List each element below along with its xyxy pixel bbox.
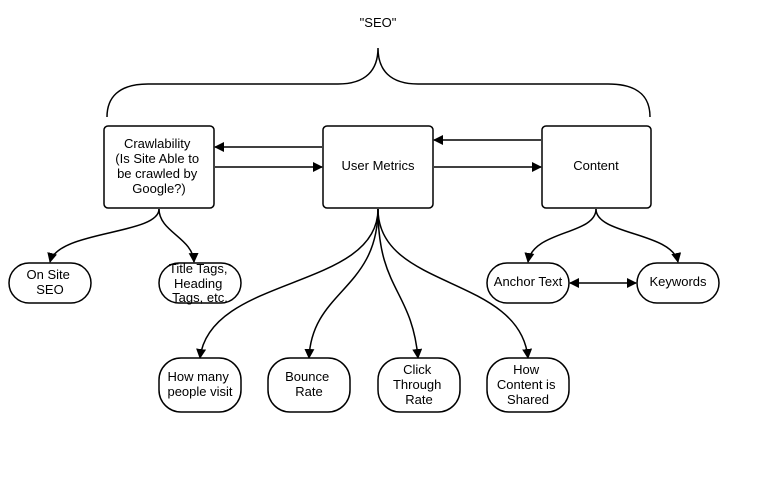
arrow-user-metrics-to-bounce-rate	[304, 208, 379, 359]
node-anchor-text-label: Anchor Text	[494, 274, 563, 289]
node-click-through-rate: Click Through Rate	[377, 357, 461, 413]
node-bounce-rate: Bounce Rate	[267, 357, 351, 413]
node-on-site-seo: On Site SEO	[8, 262, 92, 304]
node-bounce-rate-label: Bounce Rate	[285, 369, 333, 399]
diagram-title: "SEO"	[360, 15, 397, 30]
arrow-user-metrics-to-how-content-shared	[377, 208, 533, 359]
arrow-content-to-keywords	[595, 208, 682, 263]
arrow-crawlability-to-on-site-seo	[47, 208, 160, 263]
node-crawlability-label: Crawlability (Is Site Able to be crawled…	[115, 136, 202, 196]
node-crawlability: Crawlability (Is Site Able to be crawled…	[103, 125, 215, 209]
node-keywords-label: Keywords	[649, 274, 707, 289]
node-title-tags: Title Tags, Heading Tags, etc.	[158, 261, 242, 305]
node-how-many-people-visit-label: How many people visit	[167, 369, 232, 399]
node-how-content-is-shared: How Content is Shared	[486, 357, 570, 413]
arrow-user-metrics-to-how-many-people	[196, 208, 379, 359]
node-on-site-seo-label: On Site SEO	[27, 267, 74, 297]
node-user-metrics: User Metrics	[322, 125, 434, 209]
arrow-crawlability-to-title-tags	[158, 208, 199, 263]
node-how-content-is-shared-label: How Content is Shared	[497, 362, 559, 407]
arrow-user-metrics-to-click-through	[377, 208, 423, 359]
grouping-brace	[106, 47, 651, 118]
node-content: Content	[541, 125, 652, 209]
node-how-many-people-visit: How many people visit	[158, 357, 242, 413]
node-title-tags-label: Title Tags, Heading Tags, etc.	[169, 261, 231, 305]
node-anchor-text: Anchor Text	[486, 262, 570, 304]
node-click-through-rate-label: Click Through Rate	[393, 362, 445, 407]
node-keywords: Keywords	[636, 262, 720, 304]
arrow-content-to-anchor-text	[524, 208, 597, 263]
node-content-label: Content	[573, 158, 619, 173]
node-user-metrics-label: User Metrics	[342, 158, 415, 173]
